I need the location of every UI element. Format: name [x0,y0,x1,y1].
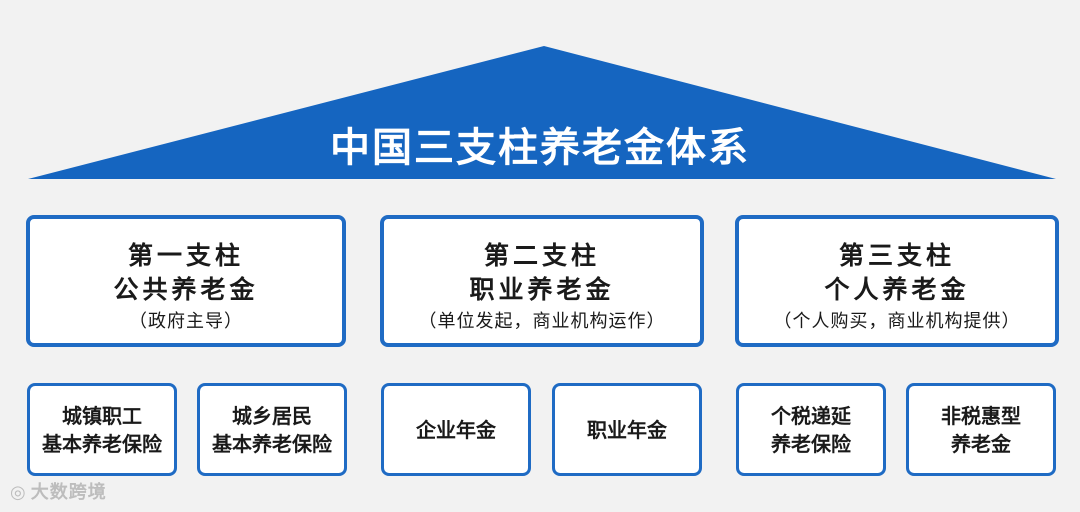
sub-item-box: 城镇职工 基本养老保险 [27,383,177,476]
pillar-box-2: 第二支柱 职业养老金 （单位发起，商业机构运作） [380,215,704,347]
sub-item-box: 企业年金 [381,383,531,476]
sub-item-line: 企业年金 [416,417,496,442]
app-logo-icon: ◎ [10,482,27,503]
sub-item-line: 养老保险 [771,431,851,456]
pillar-type: 个人养老金 [824,275,970,304]
watermark: ◎大数跨境 [10,478,107,504]
sub-item-box: 城乡居民 基本养老保险 [197,383,347,476]
watermark-text: 大数跨境 [30,482,107,503]
pillar-note: （个人购买，商业机构提供） [773,311,1021,332]
sub-item-line: 城镇职工 [62,403,142,428]
sub-item-box: 非税惠型 养老金 [906,383,1056,476]
sub-item-line: 养老金 [951,431,1011,456]
diagram-title: 中国三支柱养老金体系 [330,125,750,171]
pillar-box-3: 第三支柱 个人养老金 （个人购买，商业机构提供） [735,215,1059,347]
pillar-type: 职业养老金 [469,275,615,304]
pillar-box-1: 第一支柱 公共养老金 （政府主导） [26,215,346,347]
sub-item-line: 职业年金 [587,417,667,442]
sub-item-line: 个税递延 [771,403,851,428]
sub-item-box: 个税递延 养老保险 [736,383,886,476]
pillar-name: 第三支柱 [838,241,955,270]
pillar-name: 第二支柱 [483,241,600,270]
pillar-type: 公共养老金 [113,275,259,304]
sub-item-line: 基本养老保险 [212,431,332,456]
pillar-note: （单位发起，商业机构运作） [418,311,666,332]
sub-item-line: 基本养老保险 [42,431,162,456]
pillar-note: （政府主导） [129,311,243,332]
sub-item-box: 职业年金 [552,383,702,476]
sub-item-line: 城乡居民 [232,403,312,428]
roof-shape [28,46,1056,179]
roof-triangle [28,46,1056,179]
pillar-name: 第一支柱 [127,241,244,270]
sub-item-line: 非税惠型 [941,403,1021,428]
